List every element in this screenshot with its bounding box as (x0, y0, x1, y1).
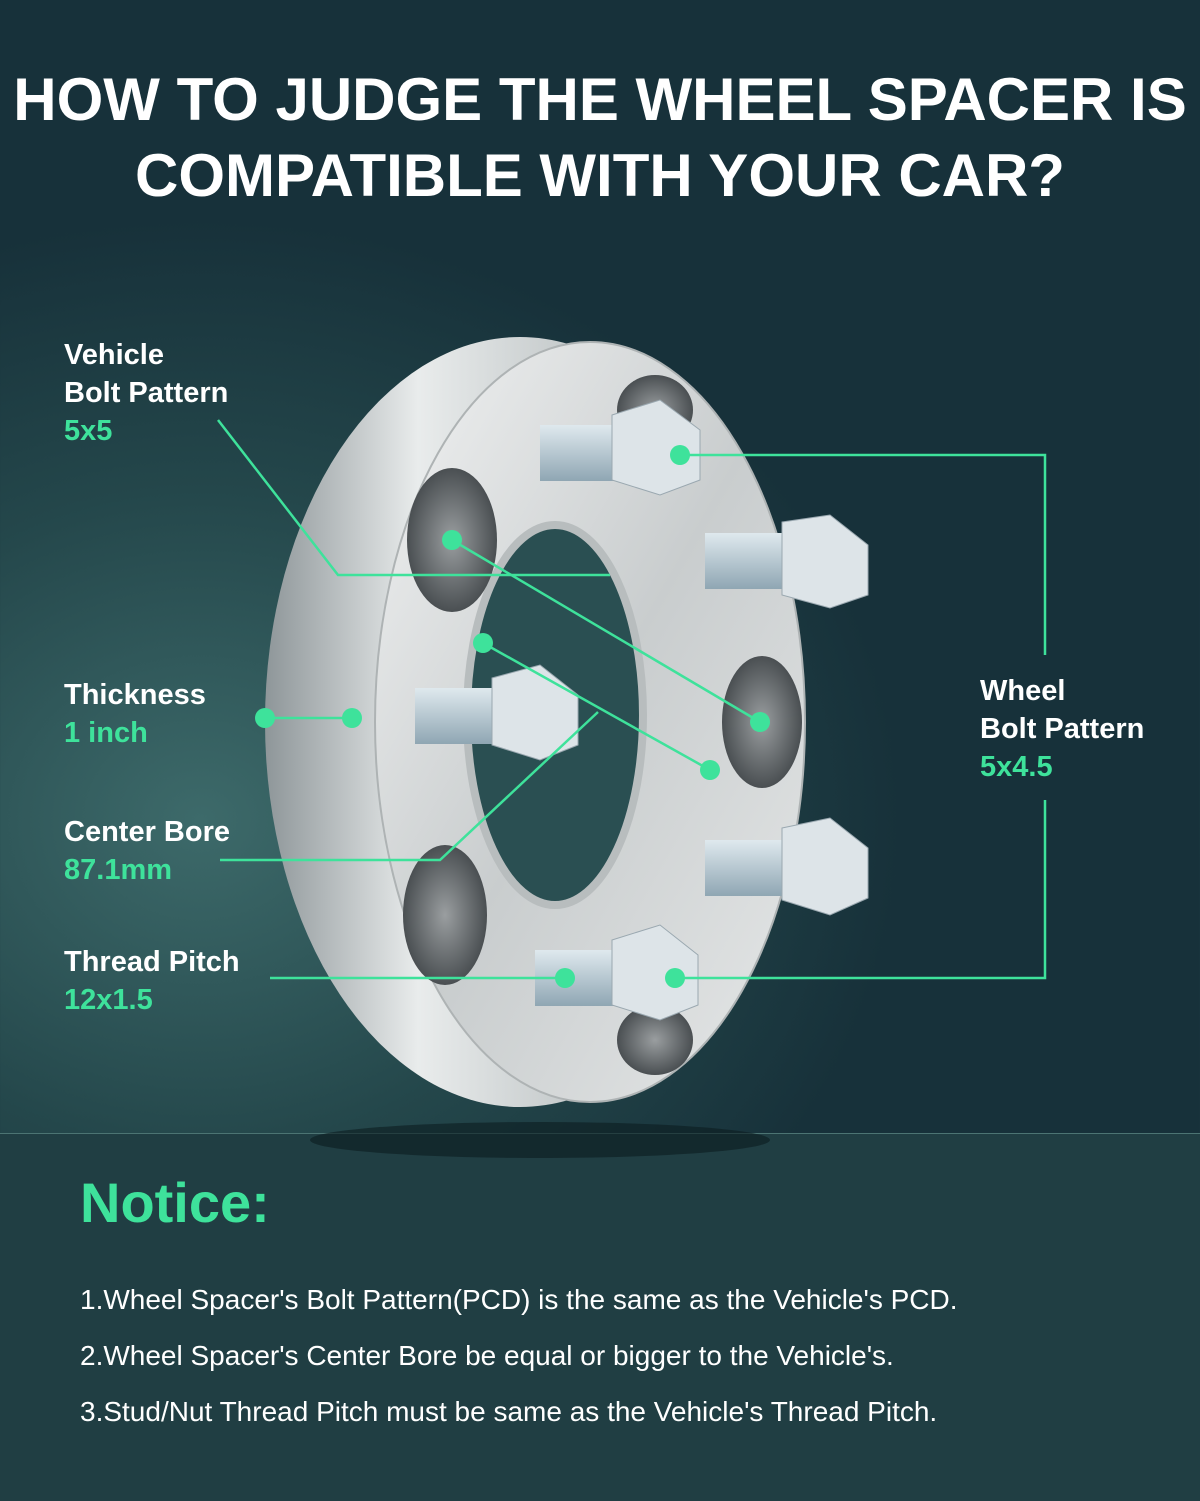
notice-item: 1.Wheel Spacer's Bolt Pattern(PCD) is th… (80, 1284, 958, 1315)
callout-lines (217, 419, 1047, 980)
notice-item: 2.Wheel Spacer's Center Bore be equal or… (80, 1340, 894, 1371)
callout-dots (255, 445, 770, 988)
notice-heading: Notice: (80, 1171, 270, 1234)
notice-item: 3.Stud/Nut Thread Pitch must be same as … (80, 1396, 938, 1427)
notice-panel (0, 1133, 1200, 1501)
studs (415, 399, 869, 1021)
shadow (310, 1122, 770, 1158)
